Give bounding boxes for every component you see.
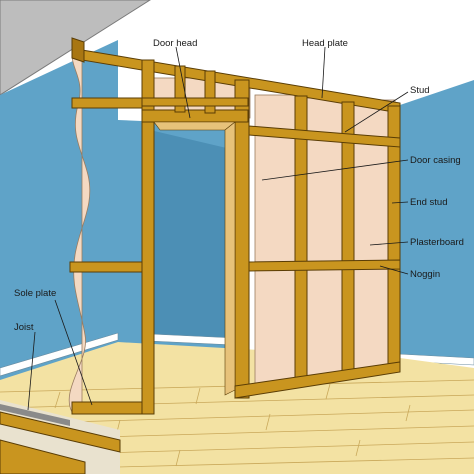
joist-2	[0, 439, 86, 474]
skirting-left	[0, 332, 119, 377]
door-casing-side	[224, 121, 236, 396]
label-end-stud: End stud	[410, 197, 448, 208]
cripple-stud-2	[204, 70, 216, 114]
right-sole-plate	[234, 361, 401, 399]
noggin-row	[248, 259, 401, 272]
door-head-timber	[141, 109, 249, 123]
label-door-casing: Door casing	[410, 155, 461, 166]
left-wall	[0, 40, 118, 395]
back-wall-right	[400, 80, 474, 365]
head-plate-end	[71, 37, 85, 63]
joist-1	[0, 411, 121, 453]
label-door-head: Door head	[153, 38, 197, 49]
left-lower-noggin	[69, 261, 155, 273]
joist-top	[0, 404, 70, 426]
door-stud-left	[141, 59, 155, 415]
label-noggin: Noggin	[410, 269, 440, 280]
label-plasterboard: Plasterboard	[410, 237, 464, 248]
label-sole-plate: Sole plate	[14, 288, 56, 299]
upper-noggin	[248, 125, 401, 148]
door-casing-top	[153, 121, 236, 131]
label-joist: Joist	[14, 322, 34, 333]
leader-lines	[27, 46, 409, 411]
label-head-plate: Head plate	[302, 38, 348, 49]
head-noggin	[141, 97, 249, 107]
door-stud-right	[234, 79, 250, 399]
wall-shadow	[150, 130, 235, 345]
label-stud: Stud	[410, 85, 430, 96]
